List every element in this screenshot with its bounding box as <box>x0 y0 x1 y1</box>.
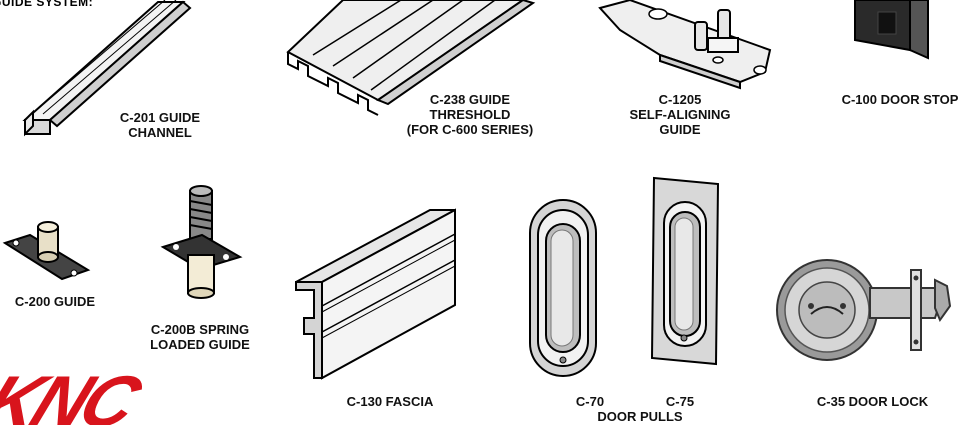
c201-caption: C-201 GUIDE CHANNEL <box>105 110 215 140</box>
c70-caption: C-70 <box>570 394 610 409</box>
c238-caption-line1: C-238 GUIDE <box>429 92 511 107</box>
c130-caption-line1: C-130 FASCIA <box>346 394 434 409</box>
c100-caption: C-100 DOOR STOP <box>825 92 970 107</box>
c100-door-stop-illustration <box>854 0 929 60</box>
c200b-caption: C-200B SPRING LOADED GUIDE <box>130 322 270 352</box>
c130-caption: C-130 FASCIA <box>330 394 450 409</box>
c75-caption-line1: C-75 <box>665 394 695 409</box>
c200-caption: C-200 GUIDE <box>0 294 110 309</box>
c1205-caption-line1: C-1205 <box>658 92 702 107</box>
c100-caption-line1: C-100 DOOR STOP <box>841 92 959 107</box>
c238-caption: C-238 GUIDE THRESHOLD (FOR C-600 SERIES) <box>380 92 560 137</box>
c35-caption-line1: C-35 DOOR LOCK <box>816 394 929 409</box>
c70-caption-line1: C-70 <box>575 394 605 409</box>
door-pulls-caption: DOOR PULLS <box>580 409 700 424</box>
c200-guide-illustration <box>2 221 91 281</box>
c70-door-pull-illustration <box>529 199 597 377</box>
c35-caption: C-35 DOOR LOCK <box>800 394 945 409</box>
c201-caption-line1: C-201 GUIDE <box>119 110 201 125</box>
c200-caption-line1: C-200 GUIDE <box>14 294 96 309</box>
c130-fascia-illustration <box>295 208 456 380</box>
c238-guide-threshold-illustration <box>286 0 536 116</box>
c75-caption: C-75 <box>660 394 700 409</box>
c35-door-lock-illustration <box>776 259 952 361</box>
c1205-caption: C-1205 SELF-ALIGNING GUIDE <box>615 92 745 137</box>
knc-logo: KNC <box>0 364 200 425</box>
c238-caption-line3: (FOR C-600 SERIES) <box>406 122 534 137</box>
c1205-caption-line2: SELF-ALIGNING <box>629 107 731 122</box>
c201-guide-channel-illustration <box>22 0 192 137</box>
c201-caption-line2: CHANNEL <box>128 125 192 140</box>
c238-caption-line2: THRESHOLD <box>429 107 511 122</box>
c200b-caption-line1: C-200B SPRING <box>150 322 250 337</box>
c200b-spring-loaded-guide-illustration <box>160 185 243 299</box>
knc-logo-wordmark: KNC <box>0 364 149 425</box>
c200b-caption-line2: LOADED GUIDE <box>150 337 250 352</box>
c1205-self-aligning-guide-illustration <box>598 0 772 90</box>
door-pulls-label: DOOR PULLS <box>597 409 683 424</box>
section-header: GUIDE SYSTEM: <box>0 0 94 9</box>
c1205-caption-line3: GUIDE <box>659 122 701 137</box>
c75-door-pull-illustration <box>650 176 720 366</box>
